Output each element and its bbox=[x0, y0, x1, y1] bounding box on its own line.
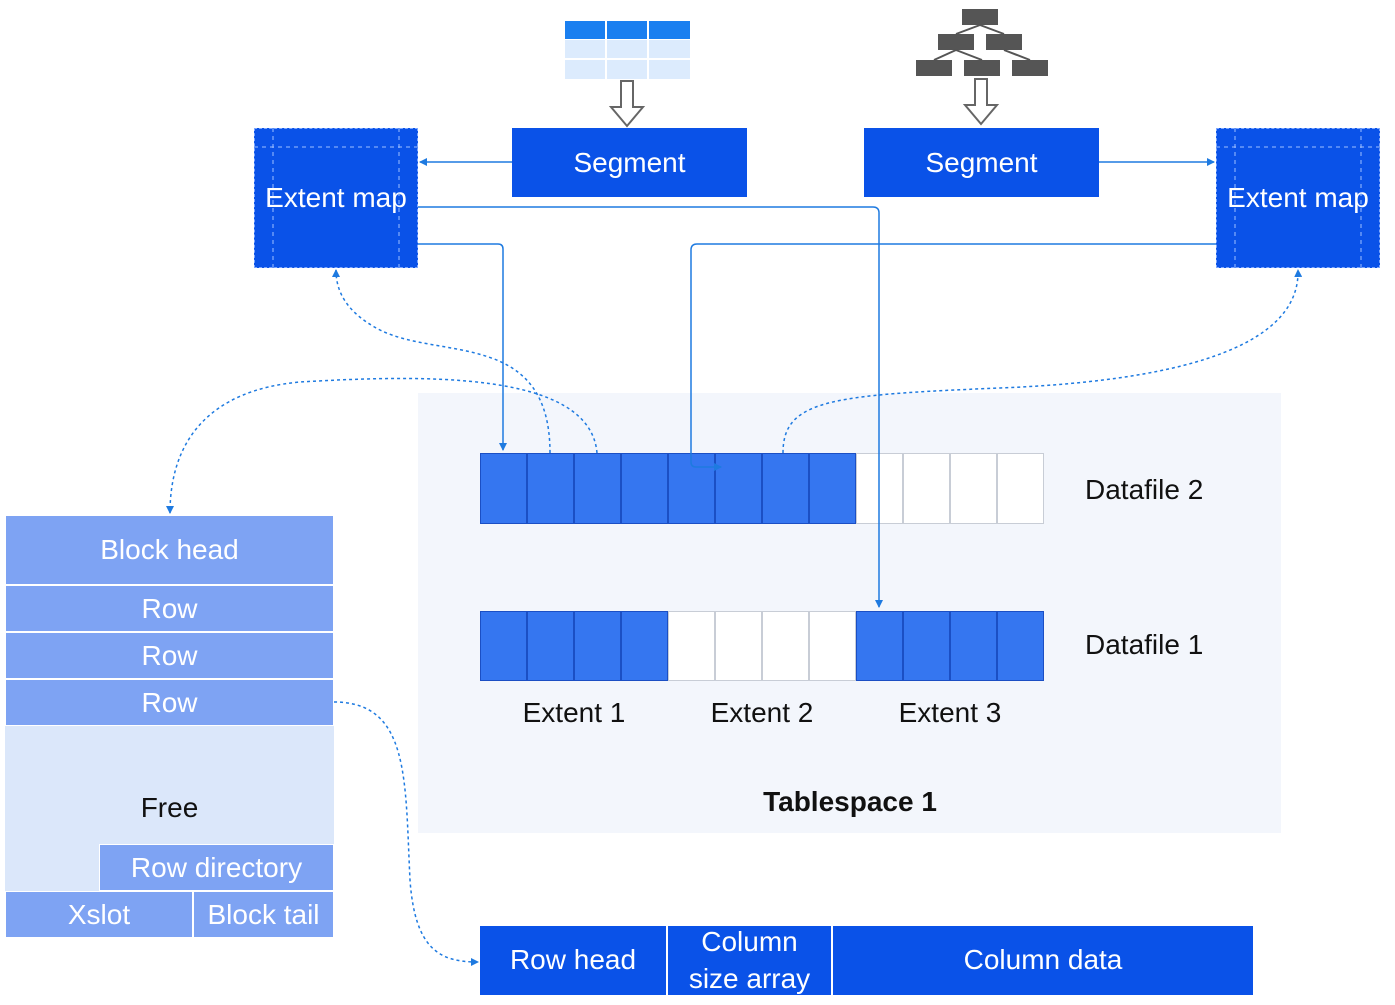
extent-label: Extent 2 bbox=[710, 697, 814, 728]
page-cell bbox=[997, 453, 1044, 524]
tablespace-label: Tablespace 1 bbox=[763, 786, 937, 817]
dotted-row-to-row-format bbox=[333, 701, 479, 966]
page-cell bbox=[809, 453, 856, 524]
connector-extent-map-to-datafile-1 bbox=[418, 206, 883, 608]
page-cell bbox=[480, 453, 527, 524]
down-arrow-icon bbox=[608, 80, 646, 128]
page-cell bbox=[527, 453, 574, 524]
dotted-page-to-extent-map-right bbox=[782, 269, 1303, 454]
page-cell bbox=[715, 611, 762, 681]
page-cell bbox=[903, 453, 950, 524]
extent-map-left: Extent map bbox=[254, 128, 418, 268]
page-cell bbox=[527, 611, 574, 681]
page-cell bbox=[715, 453, 762, 524]
page-cell bbox=[809, 611, 856, 681]
block-free-label: Free bbox=[140, 792, 199, 823]
page-cell bbox=[480, 611, 527, 681]
page-cell bbox=[762, 611, 809, 681]
data-block: Block head Row Row Row Free Row director… bbox=[5, 515, 334, 938]
page-cell bbox=[621, 453, 668, 524]
row-directory: Row directory bbox=[99, 844, 334, 891]
row-head: Row head bbox=[480, 926, 668, 995]
block-row: Row bbox=[5, 632, 334, 679]
page-cell bbox=[668, 611, 715, 681]
column-data: Column data bbox=[833, 926, 1253, 995]
block-row: Row bbox=[5, 679, 334, 726]
page-cell bbox=[574, 611, 621, 681]
page-cell bbox=[950, 611, 997, 681]
datafile-1-label: Datafile 1 bbox=[1085, 629, 1204, 660]
page-cell bbox=[574, 453, 621, 524]
column-size-array: Column size array bbox=[668, 926, 833, 995]
segment-box-index: Segment bbox=[864, 128, 1099, 197]
xslot: Xslot bbox=[5, 891, 193, 938]
extent-label: Extent 1 bbox=[522, 697, 626, 728]
row-format: Row head Column size array Column data bbox=[480, 926, 1253, 995]
page-cell bbox=[856, 611, 903, 681]
page-cell bbox=[997, 611, 1044, 681]
extent-label: Extent 3 bbox=[898, 697, 1002, 728]
block-row: Row bbox=[5, 585, 334, 632]
table-icon bbox=[565, 21, 690, 79]
page-cell bbox=[903, 611, 950, 681]
dotted-page-to-extent-map-left bbox=[332, 269, 551, 454]
connector-extent-map-to-datafile-2 bbox=[418, 243, 507, 451]
datafile-2-label: Datafile 2 bbox=[1085, 474, 1204, 505]
page-cell bbox=[621, 611, 668, 681]
page-cell bbox=[762, 453, 809, 524]
extent-map-right: Extent map bbox=[1216, 128, 1380, 268]
datafile-1-pages bbox=[480, 611, 1044, 681]
connector-extent-map-right-to-datafile-2 bbox=[690, 243, 1216, 471]
page-cell bbox=[950, 453, 997, 524]
dotted-page-to-block bbox=[166, 377, 598, 514]
segment-box-table: Segment bbox=[512, 128, 747, 197]
down-arrow-icon bbox=[962, 78, 1000, 126]
index-tree-icon bbox=[916, 8, 1048, 78]
datafile-2-pages bbox=[480, 453, 1044, 524]
block-tail: Block tail bbox=[193, 891, 334, 938]
block-head: Block head bbox=[5, 515, 334, 585]
